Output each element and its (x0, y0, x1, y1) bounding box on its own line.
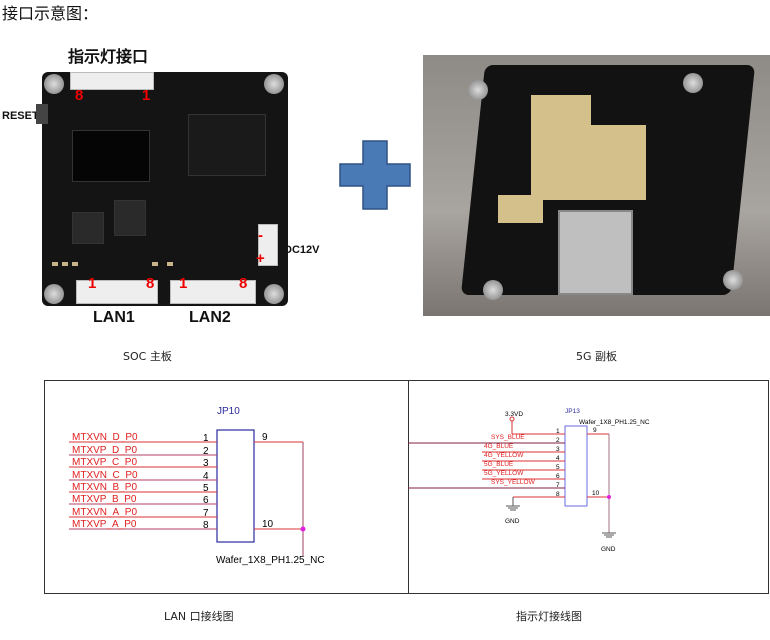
gnd-label: GND (505, 518, 520, 525)
net-label: MTXVN_C_P0 (72, 470, 138, 481)
plus-mark: + (256, 250, 265, 267)
net-label: MTXVN_D_P0 (72, 432, 138, 443)
net-label: 5G_YELLOW (484, 470, 524, 477)
soc-board-image: 8 1 1 8 1 8 - + (36, 72, 288, 306)
pin-number: 6 (556, 473, 560, 480)
led-interface-label: 指示灯接口 (68, 47, 149, 66)
part-name: Wafer_1X8_PH1.25_NC (579, 419, 650, 426)
pin-number: 10 (592, 490, 600, 497)
pin-number: 5 (556, 464, 560, 471)
net-label: MTXVN_A_P0 (72, 507, 137, 518)
net-label: MTXVP_D_P0 (72, 445, 137, 456)
led-schematic-frame (408, 380, 769, 594)
memory-chip (72, 130, 150, 182)
pin-mark: 8 (239, 275, 248, 292)
led-schematic: 3.3VD JP13 Wafer_1X8_PH1.25_NC 1 2 3 4 5 6 7 8 S… (408, 408, 650, 553)
pin-number: 7 (556, 482, 560, 489)
power-label: 3.3VD (505, 411, 523, 418)
lan-schematic-caption: LAN 口接线图 (164, 610, 234, 623)
net-label: SYS_YELLOW (491, 479, 536, 486)
pin-number: 4 (203, 471, 209, 482)
net-label: MTXVP_B_P0 (72, 494, 137, 505)
plus-icon (339, 140, 411, 210)
junction-dot (607, 495, 611, 499)
connector-ref: JP10 (217, 406, 240, 417)
inductor (72, 212, 104, 244)
net-label: 5G_BLUE (484, 461, 514, 468)
5g-board-photo (423, 55, 770, 316)
pin-number: 7 (203, 508, 209, 519)
pin-number: 1 (556, 428, 560, 435)
net-label: MTXVP_C_P0 (72, 457, 137, 468)
document-title: 接口示意图： (2, 4, 99, 23)
pin-number: 3 (556, 446, 560, 453)
lan1-connector (76, 280, 158, 304)
led-connector (70, 72, 154, 90)
reset-button (36, 104, 48, 124)
minus-mark: - (258, 227, 263, 244)
led-schematic-caption: 指示灯接线图 (516, 610, 582, 623)
soc-board-caption: SOC 主板 (123, 350, 172, 363)
junction-dot (300, 526, 306, 532)
part-name: Wafer_1X8_PH1.25_NC (216, 555, 325, 566)
net-label: MTXVP_A_P0 (72, 519, 137, 530)
pin-number: 6 (203, 495, 209, 506)
pin-mark: 8 (146, 275, 155, 292)
net-label: 4G_BLUE (484, 443, 514, 450)
connector-ref: JP13 (565, 408, 580, 415)
5g-board-caption: 5G 副板 (576, 350, 618, 363)
net-label: MTXVN_B_P0 (72, 482, 137, 493)
lan2-label: LAN2 (189, 309, 231, 326)
net-label: 4G_YELLOW (484, 452, 524, 459)
connector-body (216, 429, 255, 543)
connector-body (564, 425, 588, 507)
lan2-connector (170, 280, 256, 304)
pin-number: 10 (262, 519, 274, 530)
pin-number: 2 (556, 437, 560, 444)
pin-mark: 1 (88, 275, 97, 292)
reset-label: RESET (2, 110, 39, 122)
gnd-label: GND (601, 546, 616, 553)
soc-chip (188, 114, 266, 176)
lan1-label: LAN1 (93, 309, 135, 326)
net-label: SYS_BLUE (491, 434, 525, 441)
pin-number: 9 (262, 432, 268, 443)
pin-mark: 8 (75, 87, 84, 104)
inductor (114, 200, 146, 236)
pin-number: 9 (593, 427, 597, 434)
pin-number: 5 (203, 483, 209, 494)
pin-number: 8 (556, 491, 560, 498)
pin-number: 8 (203, 520, 209, 531)
dc12v-label: DC12V (284, 244, 320, 256)
pin-number: 2 (203, 446, 209, 457)
pin-mark: 1 (179, 275, 188, 292)
pin-number: 3 (203, 458, 209, 469)
dc-connector (258, 224, 278, 266)
pin-number: 1 (203, 433, 209, 444)
pin-mark: 1 (142, 87, 151, 104)
pin-number: 4 (556, 455, 560, 462)
